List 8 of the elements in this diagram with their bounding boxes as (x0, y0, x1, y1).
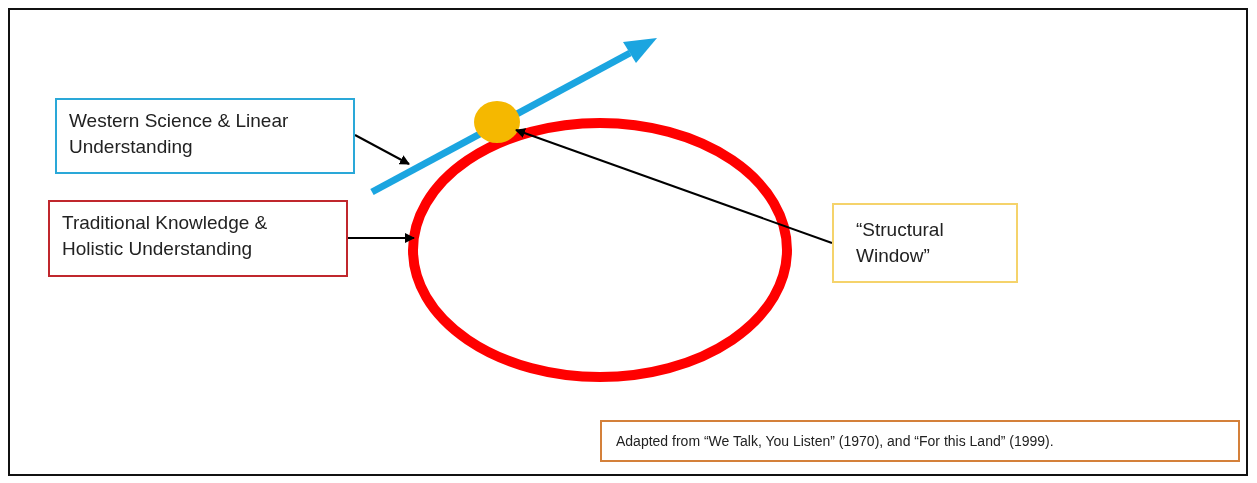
callout-box: Western Science & Linear Understanding (55, 98, 355, 174)
callout-box: “Structural Window” (832, 203, 1018, 283)
leader-line (354, 134, 410, 165)
source-note: Adapted from “We Talk, You Listen” (1970), and “For this Land” (1999). (600, 420, 1240, 462)
leader-line (347, 233, 415, 243)
callout-box: Traditional Knowledge & Holistic Understanding (48, 200, 348, 277)
leader-line (515, 128, 833, 244)
ring-ellipse (408, 118, 792, 382)
